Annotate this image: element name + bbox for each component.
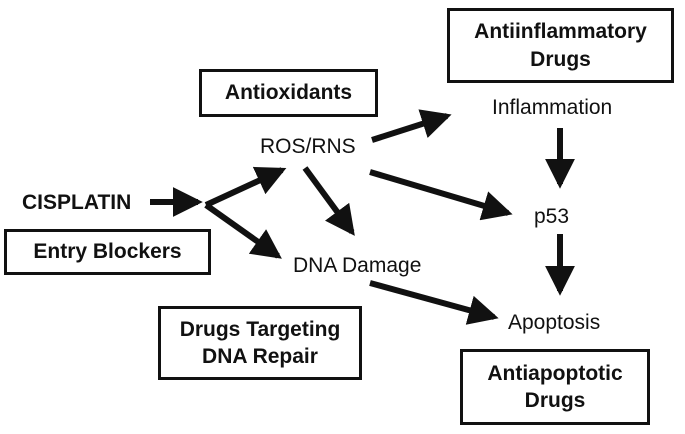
arrow-dna-damage-to-apoptosis xyxy=(369,280,499,325)
box-entry-blockers-line-1: Entry Blockers xyxy=(33,240,182,264)
node-apoptosis: Apoptosis xyxy=(508,311,601,334)
box-antioxidants-line-1: Antioxidants xyxy=(224,81,353,105)
box-antiapoptotic-line-2: Drugs xyxy=(524,389,586,412)
node-ros-rns: ROS/RNS xyxy=(260,135,356,158)
box-dna-repair-line-1: Drugs Targeting xyxy=(179,317,341,341)
box-drugs-targeting-dna-repair: Drugs Targeting DNA Repair xyxy=(158,306,362,380)
node-p53: p53 xyxy=(534,205,570,228)
box-entry-blockers: Entry Blockers xyxy=(4,229,211,275)
arrow-ros-to-p53 xyxy=(369,169,513,221)
arrow-ros-to-dna-damage xyxy=(302,166,355,236)
node-dna-damage: DNA Damage xyxy=(293,254,422,277)
box-antiapoptotic-drugs: Antiapoptotic Drugs xyxy=(460,349,650,425)
box-antioxidants: Antioxidants xyxy=(199,69,378,117)
box-dna-repair-line-2: DNA Repair xyxy=(202,345,318,368)
box-antiinflammatory-line-2: Drugs xyxy=(530,47,591,71)
box-antiapoptotic-line-1: Antiapoptotic xyxy=(487,361,623,385)
arrow-junction-to-ros xyxy=(204,166,287,208)
node-inflammation: Inflammation xyxy=(492,96,613,119)
box-antiinflammatory-line-1: Antiinflammatory xyxy=(474,20,647,44)
box-antiinflammatory-drugs: Antiinflammatory Drugs xyxy=(447,8,674,83)
arrow-ros-to-inflammation xyxy=(371,109,452,143)
arrow-junction-to-dna-damage xyxy=(204,202,282,259)
node-cisplatin: CISPLATIN xyxy=(22,191,132,214)
